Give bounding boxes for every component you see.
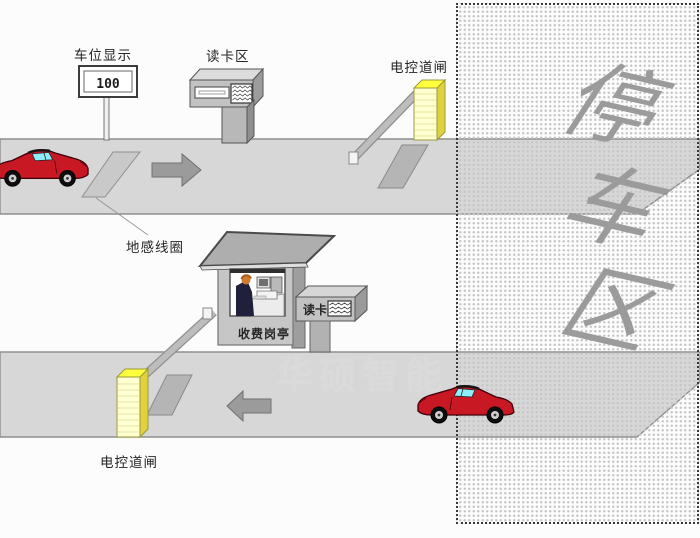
toll-booth-label: 收费岗亭	[238, 327, 291, 341]
card-reader-area-label: 读卡区	[206, 49, 250, 64]
barrier-gate-bottom-label: 电控道闸	[100, 455, 158, 470]
entry-direction-arrow	[151, 152, 202, 188]
entering-car	[0, 148, 90, 188]
ground-coil-leader-line	[95, 197, 149, 236]
barrier-shadow-pad-bottom	[146, 374, 193, 416]
parking-display-sign	[78, 65, 138, 141]
watermark-text: 华硕智能	[276, 356, 448, 397]
available-spaces-value: 100	[96, 77, 120, 92]
toll-booth	[197, 230, 369, 353]
booth-operator	[236, 274, 285, 317]
booth-roof	[197, 230, 337, 268]
barrier-gate-bottom	[115, 367, 150, 439]
barrier-gate-top-label: 电控道闸	[390, 60, 448, 75]
parking-display-label: 车位显示	[74, 48, 132, 63]
barrier-gate-top	[348, 78, 447, 165]
card-reader-unit	[188, 67, 265, 145]
ground-coil-pad	[81, 151, 142, 198]
barrier-shadow-pad-top	[377, 144, 429, 189]
exit-direction-arrow	[226, 389, 272, 423]
booth-card-reader	[294, 284, 369, 353]
card-reader-small-label: 读卡	[303, 303, 328, 317]
barrier-arm-bottom	[143, 307, 217, 378]
exiting-car	[416, 385, 516, 425]
ground-coil-label: 地感线圈	[126, 240, 184, 255]
parking-zone-area	[456, 3, 699, 524]
